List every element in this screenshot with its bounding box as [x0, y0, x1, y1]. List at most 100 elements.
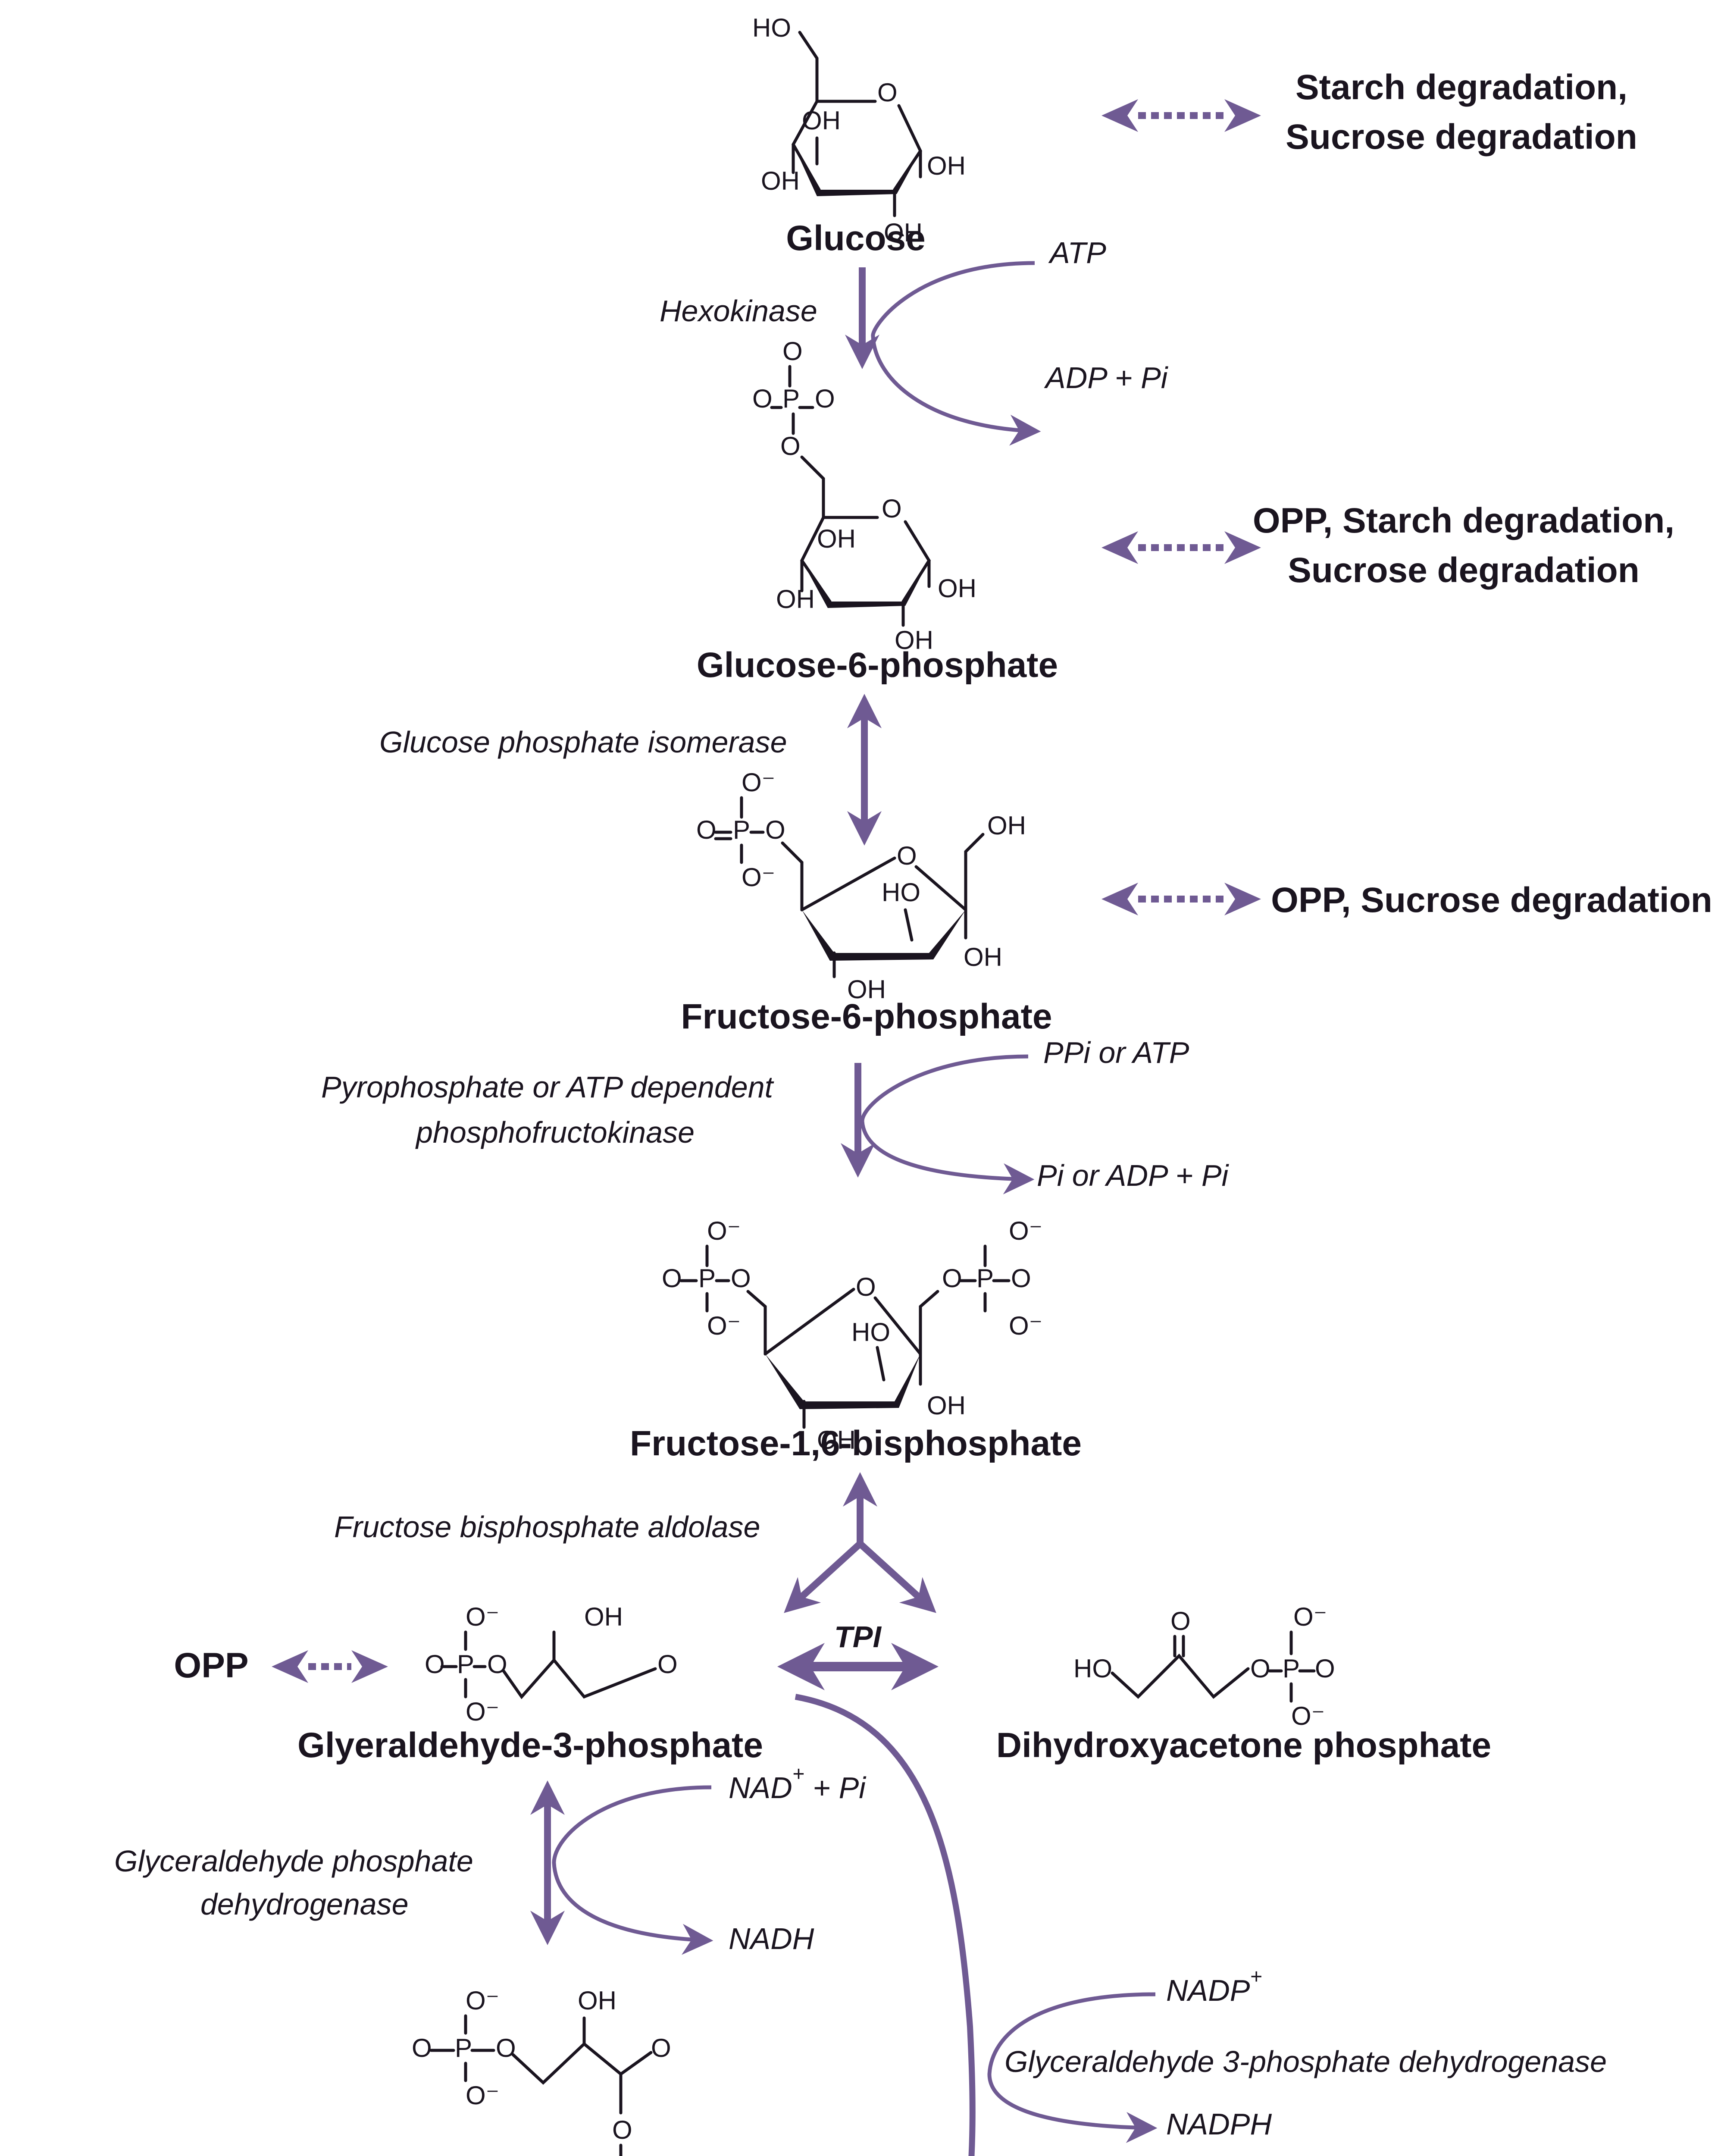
- side-arrow-g3p: [272, 1650, 388, 1683]
- cofactor-ppi-or-atp: PPi or ATP: [1043, 1036, 1189, 1069]
- atom-label: P: [1283, 1654, 1300, 1683]
- atom-label: OH: [578, 1986, 616, 2015]
- side-pathway-glucose-1: Starch degradation,: [1295, 68, 1627, 107]
- atom-label: O: [882, 494, 902, 523]
- atom-label: O: [1250, 1654, 1270, 1683]
- cofactor-nadh: NADH: [729, 1922, 814, 1955]
- glucose-6-phosphate-structure: O O P O O O OH OH OH OH: [752, 337, 976, 655]
- atom-label: P: [457, 1650, 474, 1679]
- atom-label: P: [782, 384, 800, 413]
- atom-label: OH: [817, 524, 856, 553]
- atom-label: O: [662, 1264, 682, 1293]
- enzyme-glucose-phosphate-isomerase: Glucose phosphate isomerase: [379, 725, 787, 759]
- enzyme-aldolase: Fructose bisphosphate aldolase: [334, 1510, 760, 1544]
- atom-label: HO: [1073, 1654, 1112, 1683]
- enzyme-gapdh-line2: dehydrogenase: [200, 1887, 409, 1921]
- atom-label: O⁻: [742, 863, 775, 892]
- cofactor-pi-text: + Pi: [804, 1771, 867, 1805]
- atom-label: O⁻: [1293, 1602, 1327, 1631]
- cofactor-nadp: NADP+: [1166, 1965, 1262, 2007]
- atom-label: O: [412, 2034, 432, 2062]
- atom-label: O⁻: [742, 768, 775, 797]
- atom-label: O⁻: [466, 1986, 499, 2015]
- cofactor-nadp-text: NADP: [1166, 1974, 1250, 2007]
- atom-label: P: [455, 2034, 472, 2062]
- metabolite-glucose-6-phosphate: Glucose-6-phosphate: [697, 646, 1058, 685]
- side-pathway-f6p: OPP, Sucrose degradation: [1271, 881, 1712, 920]
- atom-label: O⁻: [1009, 1216, 1042, 1245]
- atom-label: OH: [761, 166, 800, 195]
- atom-label: O: [782, 337, 803, 366]
- atom-label: OH: [802, 106, 841, 135]
- fructose-6-phosphate-structure: O⁻ O P O O⁻ O OH HO OH OH: [696, 768, 1026, 1004]
- atom-label: O⁻: [466, 1697, 499, 1726]
- superscript-plus: +: [1250, 1965, 1262, 1988]
- atom-label: P: [733, 815, 750, 844]
- atom-label: OH: [776, 585, 815, 614]
- metabolite-glucose: Glucose: [786, 219, 926, 258]
- atom-label: HO: [851, 1318, 890, 1347]
- aldolase-arrow-g3p: [784, 1541, 863, 1613]
- atom-label: O: [612, 2115, 632, 2144]
- enzyme-pfk-line2: phosphofructokinase: [415, 1116, 695, 1149]
- gapdh-cofactor-arc: [552, 1785, 713, 1955]
- glyceraldehyde-3-phosphate-structure: O⁻ O P O O⁻ OH O: [425, 1602, 678, 1726]
- atom-label: OH: [884, 218, 923, 247]
- atom-label: O: [1170, 1607, 1191, 1636]
- np-gapdh-bypass-arrow: [795, 1694, 976, 2156]
- atom-label: HO: [882, 878, 920, 907]
- side-arrow-f6p: [1101, 883, 1261, 915]
- enzyme-tpi: TPI: [834, 1620, 882, 1654]
- atom-label: O⁻: [1291, 1702, 1325, 1730]
- atom-label: O: [780, 432, 801, 461]
- enzyme-np-gapdh: Glyceraldehyde 3-phosphate dehydrogenase: [1004, 2045, 1607, 2078]
- atom-label: O: [752, 384, 773, 413]
- atom-label: O⁻: [1009, 1311, 1042, 1340]
- fructose-1-6-bisphosphate-structure: O⁻ O P O O⁻ O O⁻ O P O O⁻ HO OH OH: [662, 1216, 1042, 1454]
- cofactor-adp-pi: ADP + Pi: [1044, 361, 1169, 395]
- enzyme-pfk-line1: Pyrophosphate or ATP dependent: [321, 1070, 774, 1104]
- side-pathway-g6p-1: OPP, Starch degradation,: [1253, 501, 1674, 540]
- np-gapdh-cofactor-arc: [987, 1992, 1158, 2143]
- atom-label: O: [815, 384, 835, 413]
- side-pathway-glucose-2: Sucrose degradation: [1286, 117, 1637, 157]
- atom-label: OH: [987, 811, 1026, 840]
- atom-label: OH: [938, 574, 976, 603]
- metabolite-dihydroxyacetone-phosphate: Dihydroxyacetone phosphate: [996, 1726, 1491, 1765]
- atom-label: O: [897, 841, 917, 870]
- atom-label: O: [856, 1272, 876, 1301]
- side-arrow-g6p: [1101, 531, 1261, 564]
- superscript-plus: +: [792, 1763, 804, 1786]
- aldolase-arrow-dhap: [857, 1541, 936, 1613]
- 1-3-bisphosphoglycerate-structure: O⁻ O P O O⁻ OH O O O P O⁻ O⁻: [412, 1986, 671, 2156]
- atom-label: O: [657, 1650, 678, 1679]
- hexokinase-cofactor-arc: [871, 261, 1041, 446]
- pfk-cofactor-arc: [860, 1054, 1035, 1194]
- enzyme-gapdh-line1: Glyceraldehyde phosphate: [114, 1844, 473, 1878]
- atom-label: O: [877, 78, 898, 107]
- atom-label: O: [1315, 1654, 1335, 1683]
- atom-label: O⁻: [707, 1311, 741, 1340]
- cofactor-nad-pi: NAD+ + Pi: [729, 1763, 867, 1805]
- cofactor-nadph: NADPH: [1166, 2107, 1272, 2141]
- glucose-structure: HO O OH OH OH OH: [752, 13, 966, 247]
- atom-label: OH: [927, 151, 966, 180]
- atom-label: O: [496, 2034, 516, 2062]
- atom-label: O⁻: [466, 2081, 499, 2110]
- atom-label: OH: [927, 1391, 966, 1420]
- side-pathway-g3p: OPP: [174, 1646, 248, 1685]
- atom-label: OH: [817, 1426, 856, 1454]
- atom-label: O: [765, 815, 785, 844]
- atom-label: OH: [847, 975, 886, 1004]
- cofactor-atp: ATP: [1048, 236, 1106, 270]
- cofactor-pi-or-adp-pi: Pi or ADP + Pi: [1037, 1159, 1230, 1192]
- atom-label: OH: [584, 1602, 623, 1631]
- side-pathway-g6p-2: Sucrose degradation: [1288, 551, 1640, 590]
- atom-label: O: [731, 1264, 751, 1293]
- atom-label: O: [425, 1650, 445, 1679]
- atom-label: OH: [895, 626, 933, 655]
- side-arrow-glucose: [1101, 99, 1261, 132]
- atom-label: O⁻: [707, 1216, 741, 1245]
- atom-label: O: [1011, 1264, 1031, 1293]
